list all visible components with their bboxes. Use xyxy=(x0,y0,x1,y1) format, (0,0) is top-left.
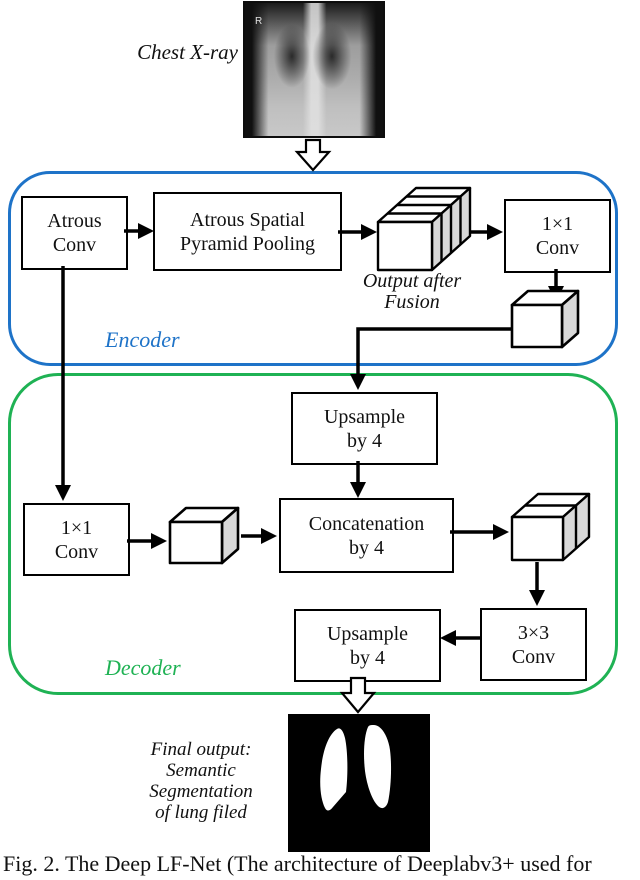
fusion-caption-line1: Output after xyxy=(362,270,462,292)
conv-1x1-encoder-label-line1: 1×1 xyxy=(541,213,574,235)
encoder-label: Encoder xyxy=(105,327,180,352)
aspp-label-line2: Pyramid Pooling xyxy=(179,232,315,255)
segmentation-image xyxy=(288,714,430,852)
figure-caption: Fig. 2. The Deep LF-Net (The architectur… xyxy=(3,851,592,876)
xray-side-marker: R xyxy=(255,16,263,27)
concatenation-label-line1: Concatenation xyxy=(308,512,425,535)
conv-1x1-decoder-label-line1: 1×1 xyxy=(60,516,93,539)
upsample-top-label-line2: by 4 xyxy=(347,429,382,452)
input-arrow-icon xyxy=(294,138,332,172)
output-caption-line2: Semantic xyxy=(166,760,236,781)
concatenation-label-line2: by 4 xyxy=(349,536,384,559)
conv-1x1-decoder-box: 1×1 Conv xyxy=(23,503,130,576)
output-caption-line3: Segmentation xyxy=(149,781,253,802)
aspp-box: Atrous Spatial Pyramid Pooling xyxy=(153,192,342,271)
encoder-region xyxy=(8,171,618,366)
chest-xray-image: R xyxy=(243,1,385,138)
decoder-region xyxy=(8,373,618,695)
atrous-conv-label-line1: Atrous xyxy=(47,210,102,232)
output-caption-line4: of lung filed xyxy=(155,802,247,823)
chest-xray-label: Chest X-ray xyxy=(137,40,238,64)
upsample-bottom-label-line2: by 4 xyxy=(350,646,385,669)
left-lung-shape xyxy=(320,728,348,811)
conv-1x1-encoder-label-line2: Conv xyxy=(535,237,580,259)
conv-3x3-label-line2: Conv xyxy=(511,645,556,668)
fusion-caption: Output after Fusion xyxy=(342,271,482,313)
atrous-conv-box: Atrous Conv xyxy=(21,196,128,270)
conv-1x1-decoder-label-line2: Conv xyxy=(54,540,99,563)
output-caption: Final output: Semantic Segmentation of l… xyxy=(120,739,282,823)
concatenation-box: Concatenation by 4 xyxy=(279,498,454,573)
aspp-label-line1: Atrous Spatial xyxy=(190,208,305,231)
decoder-label: Decoder xyxy=(105,655,181,680)
upsample-bottom-label-line1: Upsample xyxy=(326,622,409,645)
output-caption-line1: Final output: xyxy=(150,739,252,760)
atrous-conv-label-line2: Conv xyxy=(52,234,97,256)
right-lung-shape xyxy=(364,725,392,809)
upsample-bottom-box: Upsample by 4 xyxy=(294,609,441,682)
upsample-top-box: Upsample by 4 xyxy=(291,392,438,465)
conv-1x1-encoder-box: 1×1 Conv xyxy=(504,199,611,273)
conv-3x3-label-line1: 3×3 xyxy=(517,621,550,644)
fusion-caption-line2: Fusion xyxy=(384,291,440,313)
upsample-top-label-line1: Upsample xyxy=(323,405,406,428)
lung-mask-graphic xyxy=(320,725,392,811)
conv-3x3-box: 3×3 Conv xyxy=(480,608,587,681)
